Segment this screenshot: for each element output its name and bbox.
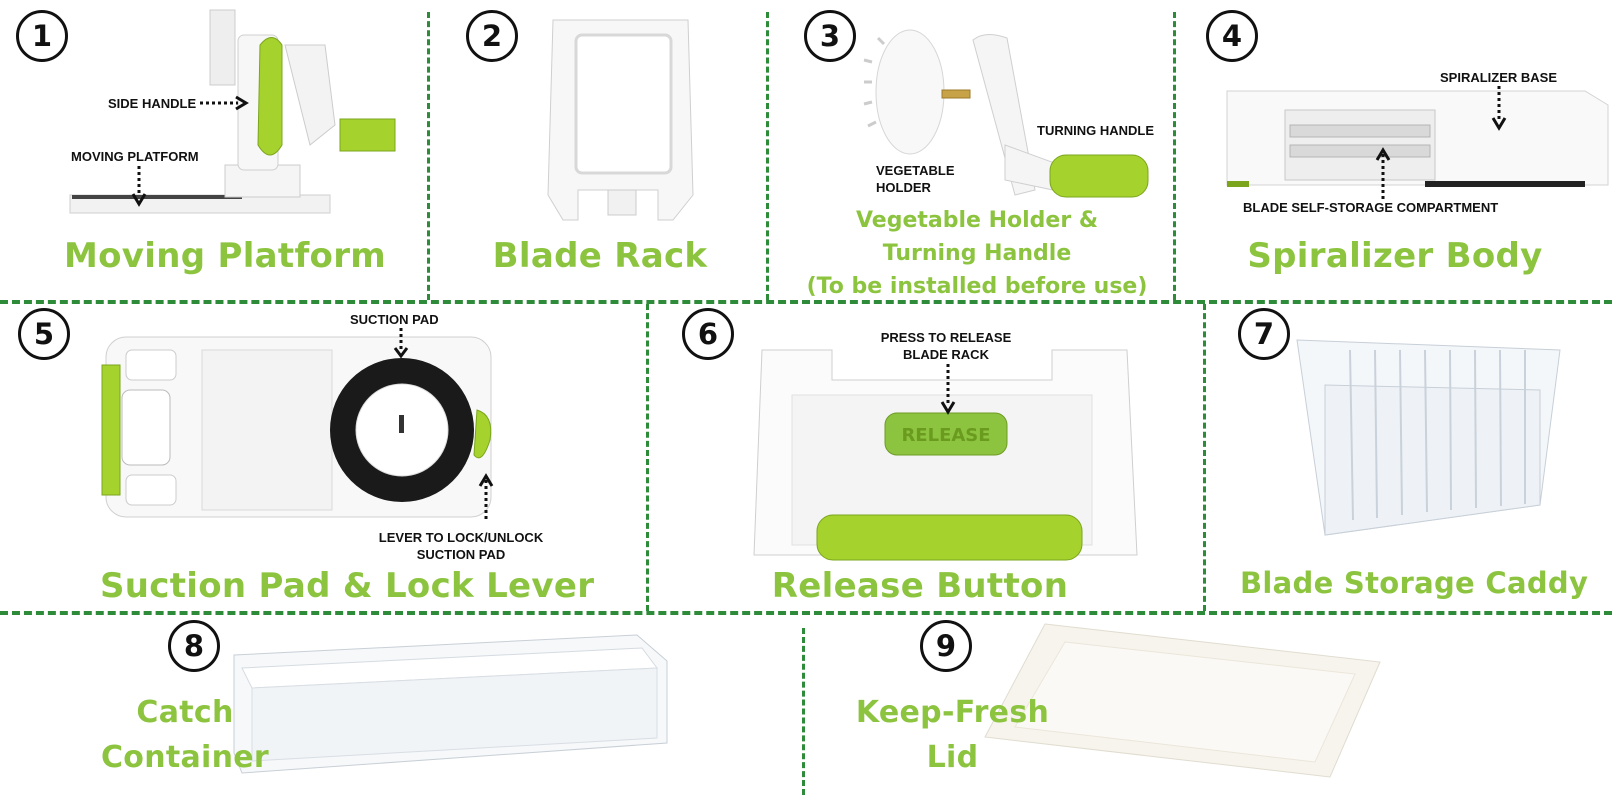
lock-lever-label: LEVER TO LOCK/UNLOCK SUCTION PAD [366, 529, 556, 563]
lock-lever-label-line-1: LEVER TO LOCK/UNLOCK [378, 530, 544, 545]
vegetable-holder-label-line-2: HOLDER [876, 180, 931, 195]
suction-pad-image [101, 336, 492, 518]
vegetable-holder-label-line-1: VEGETABLE [876, 163, 955, 178]
panel-title-line-2: Turning Handle [882, 241, 1072, 266]
panel-title: Suction Pad & Lock Lever [100, 566, 595, 606]
release-button-image: RELEASE [753, 349, 1138, 561]
keep-fresh-lid-image [984, 623, 1381, 778]
panel-title-line-3: (To be installed before use) [806, 274, 1148, 299]
panel-title: Release Button [771, 566, 1069, 606]
side-handle-label: SIDE HANDLE [108, 96, 197, 111]
panel-title: Keep-Fresh Lid [850, 690, 1055, 780]
blade-storage-arrow-icon [1375, 147, 1391, 200]
turning-handle-label: TURNING HANDLE [1037, 123, 1154, 138]
panel-number: 5 [18, 308, 70, 360]
spiralizer-base-label: SPIRALIZER BASE [1440, 70, 1558, 85]
panel-title: Moving Platform [63, 236, 386, 276]
spiralizer-base-arrow-icon [1491, 86, 1507, 131]
side-handle-arrow-icon [200, 95, 249, 111]
blade-rack-image [547, 19, 694, 221]
vegetable-holder-image [863, 29, 971, 155]
panel-number: 2 [466, 10, 518, 62]
panel-title-line-2: Container [100, 740, 270, 775]
panel-title: Catch Container [100, 690, 270, 780]
moving-platform-arrow-icon [131, 166, 147, 207]
vegetable-holder-label: VEGETABLE HOLDER [876, 162, 955, 196]
blade-storage-caddy-image [1296, 339, 1561, 536]
panel-number: 4 [1206, 10, 1258, 62]
panel-number: 9 [920, 620, 972, 672]
lock-lever-arrow-icon [478, 473, 494, 522]
panel-title: Spiralizer Body [1247, 236, 1543, 276]
press-to-release-label-line-1: PRESS TO RELEASE [880, 330, 1012, 345]
turning-handle-image [972, 34, 1149, 198]
press-to-release-label-line-2: BLADE RACK [903, 347, 989, 362]
suction-pad-arrow-icon [393, 328, 409, 359]
blade-self-storage-label: BLADE SELF-STORAGE COMPARTMENT [1243, 200, 1499, 215]
row-divider-2 [0, 611, 1612, 615]
panel-title-line-1: Keep-Fresh [855, 695, 1050, 730]
panel-title: Blade Rack [492, 236, 708, 276]
col-divider-6-7 [1203, 304, 1206, 611]
lock-lever-label-line-2: SUCTION PAD [416, 547, 506, 562]
row-divider-1 [0, 300, 1612, 304]
panel-number: 7 [1238, 308, 1290, 360]
panel-title-line-1: Catch [136, 695, 234, 730]
col-divider-8-9 [802, 628, 805, 795]
press-to-release-label: PRESS TO RELEASE BLADE RACK [866, 329, 1026, 363]
moving-platform-label: MOVING PLATFORM [71, 149, 199, 164]
panel-title-line-1: Vegetable Holder & [855, 208, 1099, 233]
col-divider-2-3 [766, 12, 769, 300]
col-divider-1-2 [427, 12, 430, 300]
release-arrow-icon [940, 364, 956, 415]
panel-title: Blade Storage Caddy [1240, 566, 1589, 600]
panel-title: Vegetable Holder & Turning Handle (To be… [792, 204, 1162, 303]
panel-number: 1 [16, 10, 68, 62]
panel-number: 6 [682, 308, 734, 360]
panel-title-line-2: Lid [926, 740, 979, 775]
col-divider-3-4 [1173, 12, 1176, 300]
release-button-text: RELEASE [901, 425, 990, 446]
moving-platform-image [69, 9, 396, 214]
suction-pad-label: SUCTION PAD [350, 312, 439, 327]
panel-number: 8 [168, 620, 220, 672]
spiralizer-body-image [1226, 90, 1609, 187]
col-divider-5-6 [646, 304, 649, 611]
panel-number: 3 [804, 10, 856, 62]
catch-container-image [233, 634, 668, 774]
